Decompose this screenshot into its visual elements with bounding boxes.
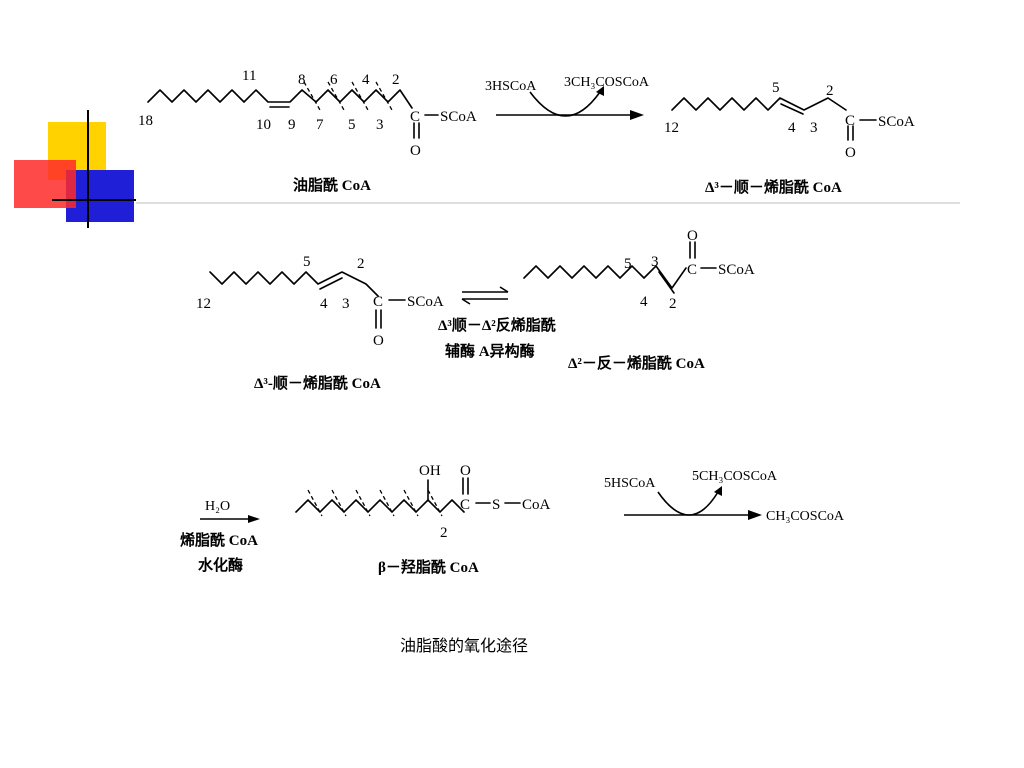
reactant-name: Δ³-顺－烯脂酰 CoA: [254, 374, 381, 392]
panel1-reactant: 18 11 8 6 4 2 10 9 7 5 3 C O SCoA 油脂酰 Co…: [138, 68, 477, 194]
carbon-number-4: 4: [320, 296, 328, 312]
carbon-number-4: 4: [640, 294, 648, 310]
product-name: Δ²－反－烯脂酰 CoA: [568, 354, 705, 372]
carbonyl-oxygen: O: [687, 228, 698, 244]
carbonyl-oxygen: O: [410, 143, 421, 159]
forward-arrow-barb: [499, 286, 509, 293]
carbonyl-carbon: C: [460, 497, 470, 513]
carbonyl-carbon: C: [845, 113, 855, 129]
trans-dodecenoyl-chain: [523, 265, 687, 289]
carbon-number-11: 11: [242, 68, 256, 84]
panel3-product: OH O C S CoA 2 β－羟脂酰 CoA: [295, 463, 551, 576]
carbon-number-18: 18: [138, 113, 153, 129]
cleavage-mark-2: [327, 81, 345, 111]
reaction-arrow-head: [248, 515, 260, 523]
panel2-product: 5 3 4 2 C O SCoA Δ²－反－烯脂酰 CoA: [523, 228, 755, 372]
carbon-number-2: 2: [826, 83, 834, 99]
thioester-group: SCoA: [718, 262, 755, 278]
reactant-name: 油脂酰 CoA: [293, 176, 371, 194]
carbon-number-5: 5: [348, 117, 356, 133]
reaction-arrow-head: [630, 110, 644, 120]
cleavage-mark-1: [303, 81, 321, 111]
cleavage-mark-2: [331, 489, 347, 517]
carbonyl-oxygen: O: [460, 463, 471, 479]
cofactor-curve: [657, 491, 719, 516]
product-name: Δ³－顺－烯脂酰 CoA: [705, 178, 842, 196]
cofactor-curve-head: [714, 486, 722, 496]
carbon-number-8: 8: [298, 72, 306, 88]
product-name: β－羟脂酰 CoA: [378, 558, 479, 576]
cleavage-mark-3: [355, 489, 371, 517]
enzyme-name-line1: Δ³顺－Δ²反烯脂酰: [438, 316, 556, 334]
cofactor-curve-head: [596, 86, 604, 96]
cleavage-mark-4: [375, 81, 393, 111]
panel3-beta-oxidation-arrow: 5HSCoA 5CH₃COSCoA CH₃COSCoA: [604, 469, 845, 524]
thioester-group: SCoA: [878, 114, 915, 130]
panel1-beta-oxidation-arrow: 3HSCoA 3CH₃COSCoA: [485, 75, 650, 120]
sulfur-atom: S: [492, 497, 500, 513]
panel2-isomerase-equilibrium: Δ³顺－Δ²反烯脂酰 辅酶 A异构酶: [438, 286, 556, 360]
panel3-hydratase-arrow: H₂O 烯脂酰 CoA 水化酶: [180, 499, 260, 574]
coa-group: CoA: [522, 497, 551, 513]
carbon-number-4: 4: [362, 72, 370, 88]
enzyme-name-line2: 水化酶: [198, 556, 243, 574]
carbon-number-10: 10: [256, 117, 271, 133]
carbonyl-carbon: C: [410, 109, 420, 125]
figure-caption: 油脂酸的氧化途径: [400, 636, 528, 655]
reverse-arrow-barb: [461, 298, 471, 305]
panel2-reactant: 5 2 12 4 3 C O SCoA Δ³-顺－烯脂酰 CoA: [196, 254, 444, 392]
cleavage-mark-1: [307, 489, 323, 517]
oleoyl-chain: [147, 89, 413, 109]
cofactor-out-label: 3CH₃COSCoA: [564, 75, 650, 90]
cleavage-mark-6: [427, 489, 443, 517]
thioester-group: SCoA: [407, 294, 444, 310]
cleavage-mark-4: [379, 489, 395, 517]
carbon-number-2: 2: [440, 525, 448, 541]
cofactor-in-label: 3HSCoA: [485, 79, 537, 94]
cleavage-mark-3: [351, 81, 369, 111]
carbon-number-2: 2: [669, 296, 677, 312]
carbon-number-5: 5: [772, 80, 780, 96]
dodecenoyl-chain: [671, 97, 847, 111]
cofactor-in-label: 5HSCoA: [604, 476, 656, 491]
carbon-number-3: 3: [342, 296, 350, 312]
carbonyl-carbon: C: [373, 294, 383, 310]
carbon-number-2: 2: [392, 72, 400, 88]
cofactor-curve: [529, 91, 601, 117]
carbon-number-7: 7: [316, 117, 324, 133]
deco-blue-square: [66, 170, 134, 222]
carbon-number-3: 3: [376, 117, 384, 133]
hydroxyacyl-chain: [295, 499, 465, 513]
reagent-label: H₂O: [205, 499, 230, 514]
carbonyl-carbon: C: [687, 262, 697, 278]
carbon-number-3: 3: [810, 120, 818, 136]
cofactor-out-label: 5CH₃COSCoA: [692, 469, 778, 484]
trans-double-bond: [658, 271, 675, 294]
carbon-number-9: 9: [288, 117, 296, 133]
acetyl-coa-product: CH₃COSCoA: [766, 509, 845, 524]
decoration-squares: [14, 110, 136, 228]
carbon-number-4: 4: [788, 120, 796, 136]
cleavage-mark-5: [403, 489, 419, 517]
enzyme-name-line1: 烯脂酰 CoA: [180, 531, 258, 549]
dodecenoyl-chain: [209, 271, 379, 297]
thioester-group: SCoA: [440, 109, 477, 125]
cis-double-bond: [319, 277, 343, 290]
carbon-number-5: 5: [624, 256, 632, 272]
carbonyl-oxygen: O: [845, 145, 856, 161]
carbon-number-5: 5: [303, 254, 311, 270]
carbon-number-12: 12: [664, 120, 679, 136]
reaction-arrow-head: [748, 510, 762, 520]
carbonyl-oxygen: O: [373, 333, 384, 349]
carbon-number-2: 2: [357, 256, 365, 272]
carbon-number-3: 3: [651, 254, 659, 270]
cis-double-bond: [780, 103, 804, 115]
enzyme-name-line2: 辅酶 A异构酶: [445, 342, 535, 360]
carbon-number-6: 6: [330, 72, 338, 88]
hydroxyl-group: OH: [419, 463, 441, 479]
carbon-number-12: 12: [196, 296, 211, 312]
panel1-product: 5 2 12 4 3 C O SCoA Δ³－顺－烯脂酰 CoA: [664, 80, 915, 196]
